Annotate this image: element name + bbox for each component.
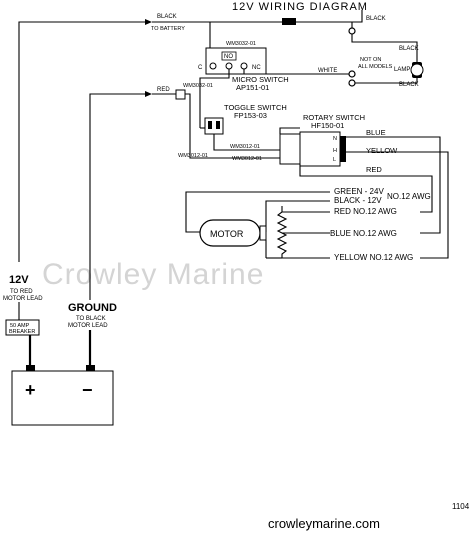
- label-motor-lead-2: MOTOR LEAD: [68, 323, 108, 329]
- lamp-label: LAMP: [394, 67, 410, 73]
- motor-label: MOTOR: [210, 229, 244, 239]
- motor: MOTOR: [199, 219, 267, 247]
- micro-c: C: [198, 65, 203, 71]
- rotary-name: ROTARY SWITCH: [303, 113, 365, 122]
- toggle-name: TOGGLE SWITCH: [224, 103, 287, 112]
- positive-lead-wire: [18, 19, 152, 262]
- wire-blue: [346, 136, 441, 234]
- wire-green: [185, 191, 330, 233]
- lamp-note-1: NOT ON: [360, 57, 381, 63]
- wire-black-main-right: [296, 21, 353, 28]
- label-red-awg: RED NO.12 AWG: [334, 207, 397, 216]
- battery-minus: −: [82, 380, 93, 400]
- label-motor-lead: MOTOR LEAD: [3, 296, 43, 302]
- label-ground: GROUND: [68, 302, 117, 314]
- terminal-top-right: [348, 27, 356, 35]
- footer-url: crowleymarine.com: [268, 516, 380, 531]
- micro-name: MICRO SWITCH: [232, 75, 289, 84]
- wire-yellow: [346, 151, 449, 259]
- lamp-black-1: BLACK: [399, 46, 419, 52]
- toggle-part-b: WM3012-01: [178, 153, 208, 159]
- rotary-switch: ROTARY SWITCH HF150-01 N H L: [279, 113, 365, 167]
- page-number: 1104: [452, 502, 470, 511]
- watermark-text: Crowley Marine: [42, 258, 264, 291]
- wire-black: [265, 200, 330, 232]
- red-connector: [175, 89, 186, 100]
- inline-fuse: [282, 18, 296, 25]
- lamp-black-2: BLACK: [399, 82, 419, 88]
- wire-white: [243, 69, 352, 75]
- label-yellow-awg: YELLOW NO.12 AWG: [334, 253, 413, 262]
- resistor-ladder: [265, 206, 330, 259]
- micro-nc: NC: [252, 65, 261, 71]
- rotary-code: HF150-01: [311, 121, 344, 130]
- label-yellow: YELLOW: [366, 146, 398, 155]
- breaker-label-2: BREAKER: [9, 329, 35, 335]
- micro-no: NO: [224, 54, 233, 60]
- label-black-right: BLACK: [366, 16, 386, 22]
- ground-lead-wire: [89, 91, 152, 300]
- toggle-switch: TOGGLE SWITCH FP153-03: [200, 103, 287, 135]
- wire-red-out: [299, 164, 433, 213]
- rotary-n: N: [333, 136, 337, 142]
- label-no12: NO.12 AWG: [387, 192, 431, 201]
- label-to-battery: TO BATTERY: [151, 26, 185, 32]
- rotary-l: L: [333, 157, 336, 163]
- diagram-title: 12V WIRING DIAGRAM: [232, 1, 368, 13]
- label-blue: BLUE: [366, 128, 386, 137]
- label-green: GREEN - 24V: [334, 187, 384, 196]
- micro-switch: WM3032-01 NO C NC MICRO SWITCH AP151-01: [198, 41, 289, 92]
- label-white: WHITE: [318, 68, 337, 74]
- wire-micro-to-toggle: [199, 69, 230, 128]
- circuit-breaker: 50 AMP BREAKER: [5, 302, 40, 370]
- micro-part: WM3032-01: [226, 41, 256, 47]
- label-12v: 12V: [9, 274, 29, 286]
- breaker-label-1: 50 AMP: [10, 323, 30, 329]
- label-red-top: RED: [157, 87, 170, 93]
- wire-red-to-rotary: [185, 93, 236, 159]
- label-blue-awg: BLUE NO.12 AWG: [330, 229, 397, 238]
- toggle-part-c: WM3012-01: [232, 156, 262, 162]
- battery-plus: +: [25, 380, 36, 400]
- label-black-top: BLACK: [157, 14, 177, 20]
- lamp: LAMP NOT ON ALL MODELS BLACK BLACK: [348, 46, 424, 88]
- lamp-note-2: ALL MODELS: [358, 64, 393, 70]
- micro-part-left: WM3032-01: [183, 83, 213, 89]
- battery: + −: [11, 365, 114, 426]
- rotary-h: H: [333, 148, 337, 154]
- label-to-black: TO BLACK: [76, 316, 106, 322]
- label-to-red: TO RED: [10, 289, 33, 295]
- label-red: RED: [366, 165, 382, 174]
- toggle-code: FP153-03: [234, 111, 267, 120]
- label-black: BLACK - 12V: [334, 196, 382, 205]
- toggle-part-a: WM3012-01: [230, 144, 260, 150]
- micro-code: AP151-01: [236, 83, 269, 92]
